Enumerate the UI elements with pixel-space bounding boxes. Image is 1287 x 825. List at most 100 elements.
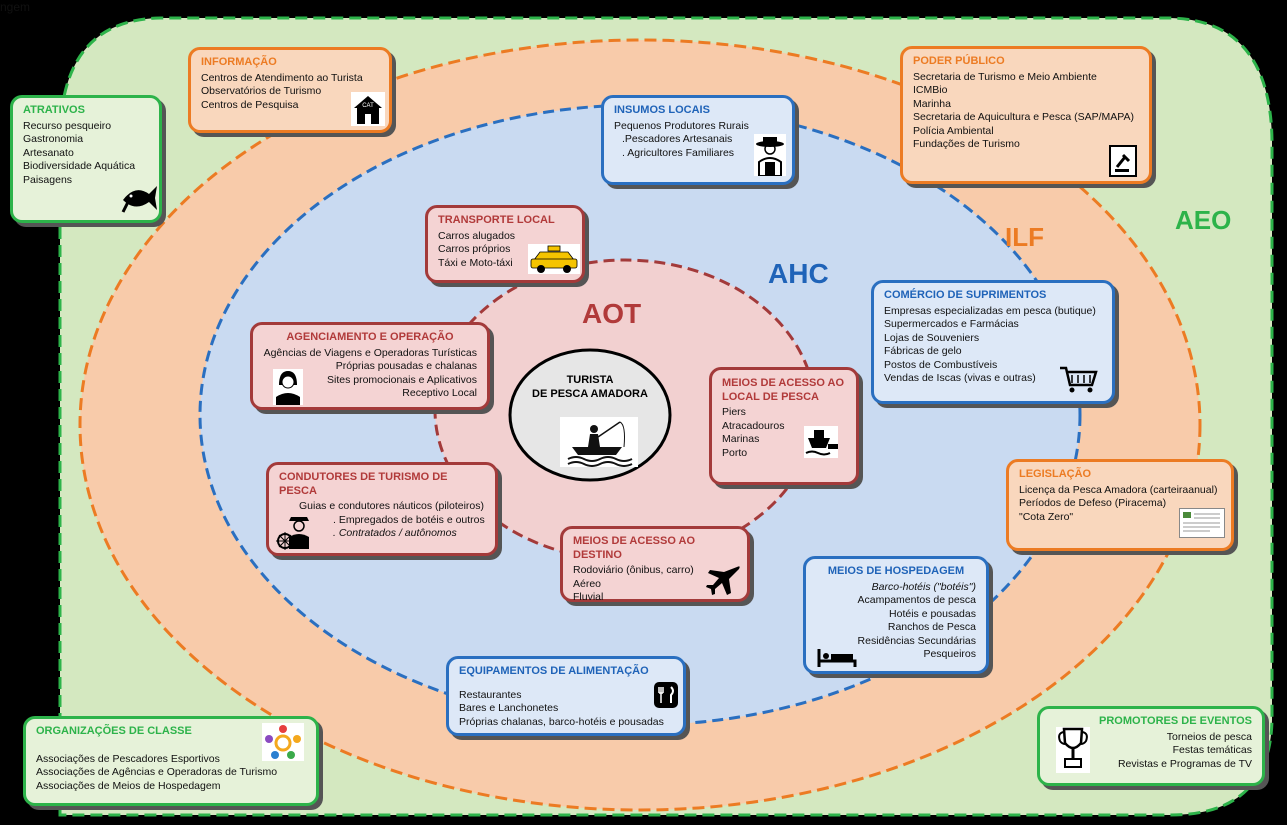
box-atrativos: ATRATIVOS Recurso pesqueiro Gastronomia …	[10, 95, 162, 223]
list-item: Observatórios de Turismo	[201, 85, 322, 97]
list-item: Residências Secundárias	[857, 634, 976, 647]
list-item: .Pescadores Artesanais	[622, 133, 733, 145]
gavel-document-icon	[1109, 145, 1137, 177]
box-informacao-title: INFORMAÇÃO	[201, 56, 277, 68]
box-informacao: INFORMAÇÃO Centros de Atendimento ao Tur…	[188, 47, 392, 133]
fisherman-boat-icon	[560, 417, 638, 467]
list-item: Sites promocionais e Aplicativos	[327, 373, 477, 386]
ship-dock-icon	[804, 426, 838, 458]
list-item: Torneios de pesca	[1166, 730, 1252, 743]
list-item: Centros de Atendimento ao Turista	[201, 71, 363, 84]
list-item: Aéreo	[573, 577, 602, 590]
box-promotores: PROMOTORES DE EVENTOS Torneios de pesca …	[1037, 706, 1265, 786]
box-alimentacao: EQUIPAMENTOS DE ALIMENTAÇÃO Restaurantes…	[446, 656, 686, 736]
list-item: Artesanato	[23, 146, 74, 159]
farmer-icon	[754, 134, 786, 176]
list-item: Próprias pousadas e chalanas	[335, 360, 477, 372]
airplane-icon	[706, 566, 740, 595]
list-item: ICMBio	[913, 84, 948, 96]
agent-person-icon	[273, 369, 303, 405]
list-item: Empresas especializadas em pesca (butiqu…	[884, 304, 1096, 317]
list-item: Pequenos Produtores Rurais	[614, 119, 749, 132]
list-item: Porto	[722, 446, 748, 459]
list-item: Carros próprios	[438, 243, 511, 255]
list-item: Associações de Meios de Hospedagem	[36, 779, 221, 792]
list-item: Associações de Pescadores Esportivos	[36, 752, 220, 765]
box-legislacao: LEGISLAÇÃO Licença da Pesca Amadora (car…	[1006, 459, 1234, 551]
zone-label-ilf: ILF	[1005, 222, 1044, 252]
box-alimentacao-title: EQUIPAMENTOS DE ALIMENTAÇÃO	[459, 665, 649, 677]
list-item: Centros de Pesquisa	[201, 98, 299, 111]
box-organizacoes-title: ORGANIZAÇÕES DE CLASSE	[36, 725, 192, 737]
list-item: . Empregados de botéis e outros	[333, 513, 485, 526]
list-item: Atracadouros	[722, 419, 785, 432]
list-item: Vendas de Iscas (vivas e outras)	[884, 372, 1036, 384]
taxi-icon	[528, 244, 580, 274]
box-agenciamento-title: AGENCIAMENTO E OPERAÇÃO	[286, 331, 454, 343]
list-item: Recurso pesqueiro	[23, 119, 112, 132]
box-poder-publico: PODER PÚBLICO Secretaria de Turismo e Me…	[900, 46, 1152, 184]
center-title-line1: TURISTA	[566, 374, 614, 386]
list-item: Hotéis e pousadas	[889, 607, 976, 620]
list-item: Carros alugados	[438, 229, 516, 242]
box-promotores-title: PROMOTORES DE EVENTOS	[1098, 715, 1252, 727]
list-item: Marinas	[722, 433, 760, 445]
list-item: Bares e Lanchonetes	[459, 702, 559, 714]
bed-icon	[817, 649, 857, 667]
info-center-icon: CAT	[351, 92, 385, 126]
list-item: Receptivo Local	[402, 387, 477, 399]
center-title: TURISTA DE PESCA AMADORA	[530, 373, 650, 401]
list-item: Fábricas de gelo	[884, 345, 962, 357]
box-atrativos-title: ATRATIVOS	[23, 104, 85, 116]
list-item: "Cota Zero"	[1019, 510, 1074, 523]
zone-label-aeo: AEO	[1175, 205, 1232, 235]
list-item: Revistas e Programas de TV	[1117, 757, 1252, 770]
box-hospedagem-title: MEIOS DE HOSPEDAGEM	[827, 565, 965, 577]
center-title-line2: DE PESCA AMADORA	[532, 388, 648, 400]
list-item: Associações de Agências e Operadoras de …	[36, 766, 278, 778]
list-item: Próprias chalanas, barco-hotéis e pousad…	[459, 715, 664, 728]
list-item: . Contratados / autônomos	[333, 527, 457, 539]
captain-helm-icon	[276, 517, 309, 550]
box-meios-destino-title: MEIOS DE ACESSO AO DESTINO	[573, 535, 696, 561]
box-condutores-title: CONDUTORES DE TURISMO DE PESCA	[279, 471, 448, 497]
list-item: . Agricultores Familiares	[622, 146, 735, 159]
shopping-cart-icon	[1060, 366, 1098, 393]
list-item: Secretaria de Aquicultura e Pesca (SAP/M…	[913, 111, 1134, 123]
box-meios-local: MEIOS DE ACESSO AO LOCAL DE PESCA Piers …	[709, 367, 859, 485]
list-item: Gastronomia	[23, 133, 84, 145]
box-transporte-title: TRANSPORTE LOCAL	[438, 214, 555, 226]
list-item: Ranchos de Pesca	[887, 621, 976, 633]
list-item: Paisagens	[23, 173, 73, 186]
list-item: Biodiversidade Aquática	[23, 160, 136, 172]
list-item: Pesqueiros	[923, 648, 976, 660]
cat-sign-text: CAT	[362, 103, 374, 109]
list-item: Táxi e Moto-táxi	[438, 256, 513, 269]
box-agenciamento: AGENCIAMENTO E OPERAÇÃO Agências de Viag…	[250, 322, 490, 410]
box-meios-destino: MEIOS DE ACESSO AO DESTINO Rodoviário (ô…	[560, 526, 750, 603]
fish-icon	[121, 186, 157, 213]
top-caption: ngem	[0, 0, 31, 14]
box-condutores: CONDUTORES DE TURISMO DE PESCA Guias e c…	[266, 462, 498, 556]
list-item: Guias e condutores náuticos (piloteiros)	[299, 500, 485, 512]
fork-knife-icon	[654, 682, 678, 708]
box-organizacoes: ORGANIZAÇÕES DE CLASSE Associações de Pe…	[23, 716, 319, 806]
zone-label-ahc: AHC	[768, 258, 829, 289]
license-card-icon	[1179, 508, 1225, 538]
list-item: Lojas de Souveniers	[884, 331, 980, 344]
list-item: Polícia Ambiental	[913, 124, 994, 137]
list-item: Licença da Pesca Amadora (carteiraanual)	[1019, 483, 1218, 496]
box-insumos: INSUMOS LOCAIS Pequenos Produtores Rurai…	[601, 95, 795, 185]
list-item: Supermercados e Farmácias	[884, 318, 1019, 330]
list-item: Postos de Combustíveis	[884, 358, 998, 371]
box-poder-publico-title: PODER PÚBLICO	[913, 55, 1005, 67]
list-item: Acampamentos de pesca	[857, 594, 976, 606]
box-comercio: COMÉRCIO DE SUPRIMENTOS Empresas especia…	[871, 280, 1115, 404]
list-item: Piers	[722, 406, 746, 418]
box-insumos-title: INSUMOS LOCAIS	[614, 104, 710, 116]
people-circle-icon	[262, 723, 304, 761]
list-item: Marinha	[913, 97, 951, 110]
box-hospedagem: MEIOS DE HOSPEDAGEM Barco-hotéis ("botéi…	[803, 556, 989, 674]
list-item: Rodoviário (ônibus, carro)	[573, 564, 694, 576]
list-item: Fluvial	[573, 591, 604, 603]
